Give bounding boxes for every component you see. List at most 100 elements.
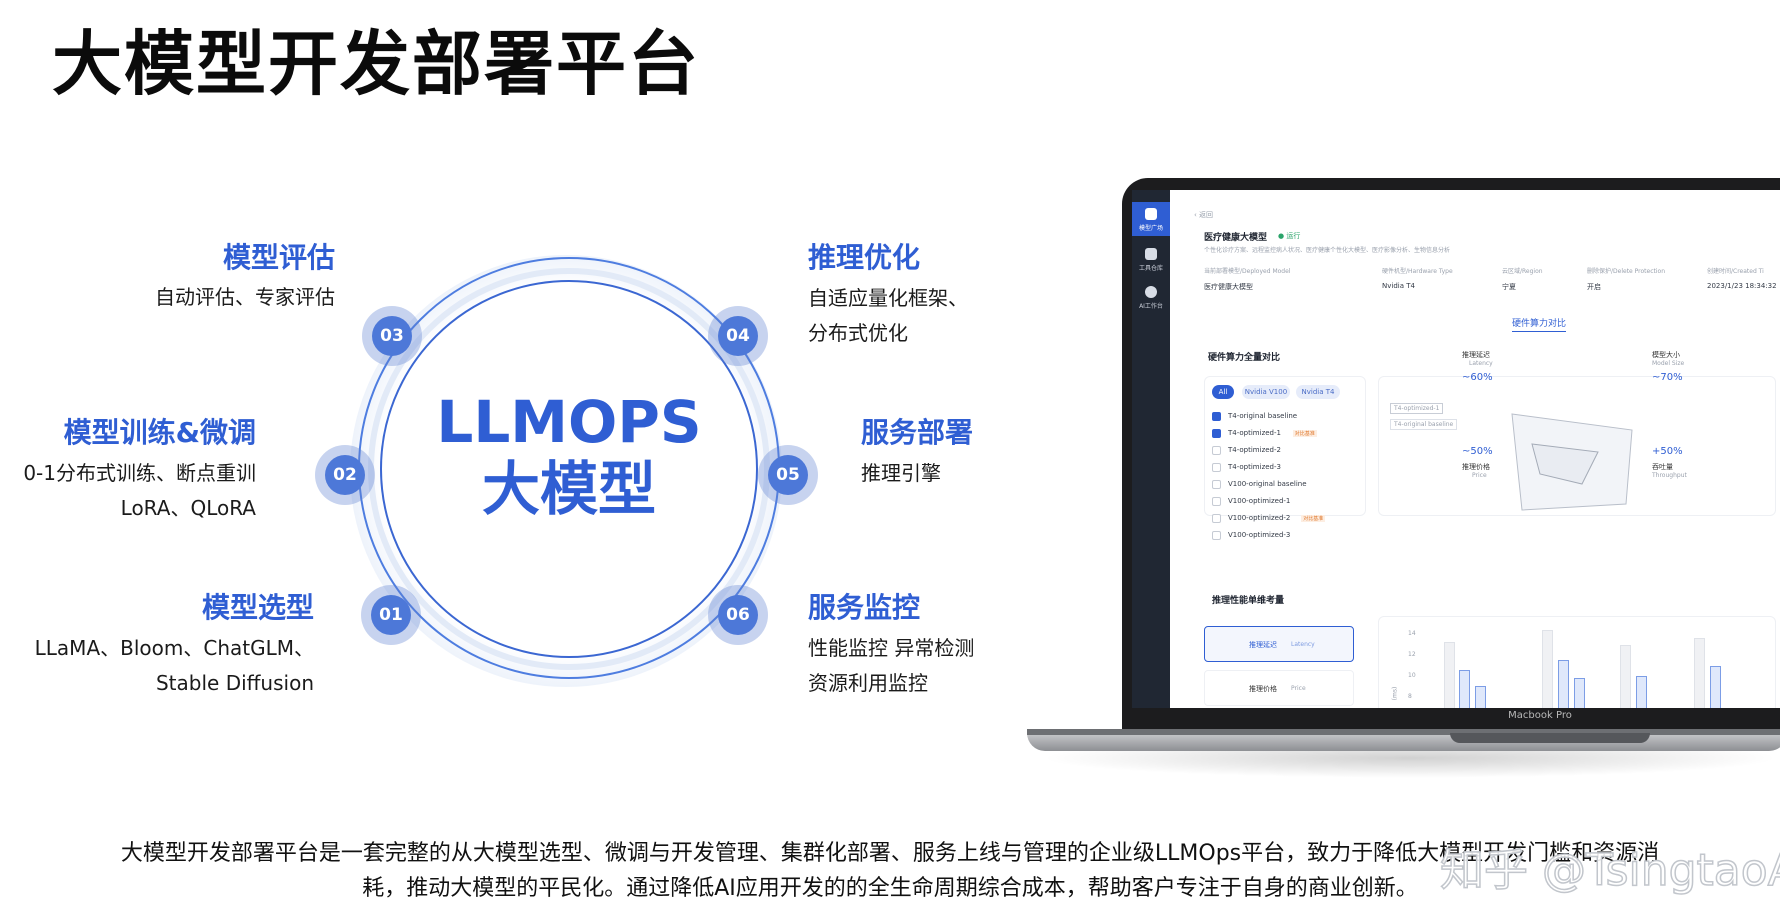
center-line-1: LLMOPS <box>436 388 702 456</box>
radar-latency-en: Latency <box>1469 360 1493 367</box>
node-04: 04 <box>708 306 768 366</box>
feature-title-inference: 推理优化 <box>808 241 921 274</box>
node-06-number: 06 <box>718 595 758 635</box>
info-header-4: 创建时间/Created Ti <box>1707 268 1764 275</box>
bar-7 <box>1620 645 1631 708</box>
info-value-2: 宁夏 <box>1502 283 1516 291</box>
feature-title-training: 模型训练&微调 <box>63 416 256 449</box>
feature-desc-selection-2: Stable Diffusion <box>155 671 314 695</box>
radar-legend-optimized: T4-optimized-1 <box>1390 403 1444 414</box>
section-inference-perf: 推理性能单维考量 <box>1212 596 1285 606</box>
radar-price-zh: 推理价格 <box>1462 463 1490 471</box>
info-header-3: 删除保护/Delete Protection <box>1587 268 1665 275</box>
filter-v100[interactable]: Nvidia V100 <box>1242 385 1290 399</box>
option-checkbox[interactable] <box>1212 429 1221 438</box>
info-value-0: 医疗健康大模型 <box>1204 283 1253 291</box>
description-line-2: 耗，推动大模型的平民化。通过降低AI应用开发的的全生命周期综合成本，帮助客户专注… <box>362 876 1418 901</box>
bar-4 <box>1542 630 1553 708</box>
node-06: 06 <box>708 585 768 645</box>
node-02-number: 02 <box>325 455 365 495</box>
laptop-base-edge <box>1027 729 1780 735</box>
app-sidebar: 模型广场 工具仓库 AI工作台 <box>1132 190 1170 708</box>
filter-all[interactable]: All <box>1212 385 1234 399</box>
radar-legend-baseline: T4-original baseline <box>1390 419 1458 430</box>
laptop-notch <box>1450 733 1650 743</box>
option-checkbox[interactable] <box>1212 514 1221 523</box>
bar-tick-12: 12 <box>1408 651 1416 658</box>
nav-tool-repo[interactable]: 工具仓库 <box>1132 242 1170 276</box>
ring-inner <box>380 280 758 658</box>
node-05-number: 05 <box>768 455 808 495</box>
bar-10 <box>1710 666 1721 708</box>
metric-latency-button[interactable]: 推理延迟 Latency <box>1204 626 1354 662</box>
radar-price-en: Price <box>1472 472 1487 479</box>
radar-chart <box>1511 413 1633 511</box>
node-02: 02 <box>315 445 375 505</box>
status-label: 运行 <box>1286 232 1301 240</box>
laptop-brand-label: Macbook Pro <box>1508 710 1572 721</box>
radar-size-value: ~70% <box>1652 372 1683 383</box>
center-label: LLMOPS 大模型 <box>380 390 758 524</box>
option-label: T4-optimized-1 <box>1228 429 1281 437</box>
radar-price-value: ~50% <box>1462 446 1493 457</box>
model-square-icon <box>1145 208 1157 220</box>
info-header-0: 当前部署模型/Deployed Model <box>1204 268 1291 275</box>
filter-t4[interactable]: Nvidia T4 <box>1296 385 1340 399</box>
tab-hardware-compare[interactable]: 硬件算力对比 <box>1512 316 1567 332</box>
nav-ai-workbench[interactable]: AI工作台 <box>1132 280 1170 314</box>
metric-price-en: Price <box>1291 685 1306 692</box>
radar-size-zh: 模型大小 <box>1652 351 1680 359</box>
option-checkbox[interactable] <box>1212 480 1221 489</box>
option-checkbox[interactable] <box>1212 412 1221 421</box>
bar-tick-8: 8 <box>1408 693 1412 700</box>
nav-model-square[interactable]: 模型广场 <box>1132 202 1170 236</box>
bar-8 <box>1636 676 1647 708</box>
back-label: 返回 <box>1199 211 1214 219</box>
feature-desc-inference-2: 分布式优化 <box>808 321 908 345</box>
option-label: V100-optimized-2 <box>1228 514 1291 522</box>
bar-3 <box>1475 686 1486 708</box>
feature-desc-monitoring-1: 性能监控 异常检测 <box>808 636 975 660</box>
bar-tick-14: 14 <box>1408 630 1416 637</box>
option-checkbox[interactable] <box>1212 446 1221 455</box>
feature-title-deployment: 服务部署 <box>861 416 974 449</box>
page-title: 大模型开发部署平台 <box>52 23 700 105</box>
description-line-1: 大模型开发部署平台是一套完整的从大模型选型、微调与开发管理、集群化部署、服务上线… <box>120 841 1660 866</box>
feature-desc-selection-1: LLaMA、Bloom、ChatGLM、 <box>34 636 314 660</box>
option-label: V100-optimized-3 <box>1228 531 1291 539</box>
node-03: 03 <box>362 306 422 366</box>
option-checkbox[interactable] <box>1212 463 1221 472</box>
info-value-3: 开启 <box>1587 283 1601 291</box>
option-label: V100-original baseline <box>1228 480 1307 488</box>
options-panel <box>1204 376 1366 516</box>
node-04-number: 04 <box>718 316 758 356</box>
bar-unit: (ms) <box>1391 686 1399 701</box>
info-value-4: 2023/1/23 18:34:32 <box>1707 282 1777 290</box>
bar-tick-10: 10 <box>1408 672 1416 679</box>
toolbox-icon <box>1145 248 1157 260</box>
feature-desc-training-2: LoRA、QLoRA <box>120 496 256 520</box>
option-label: T4-optimized-2 <box>1228 446 1281 454</box>
metric-price-button[interactable]: 推理价格 Price <box>1204 670 1354 706</box>
model-desc: 个性化诊疗方案、远程监控病人状况、医疗健康个性化大模型、医疗影像分析、生物信息分… <box>1204 247 1451 254</box>
laptop-screen: ‹ 返回 医疗健康大模型 ● 运行 个性化诊疗方案、远程监控病人状况、医疗健康个… <box>1132 190 1780 708</box>
radar-optimized-shape <box>1531 443 1599 485</box>
radar-size-en: Model Size <box>1652 360 1685 367</box>
center-line-2: 大模型 <box>481 455 656 523</box>
node-01: 01 <box>361 585 421 645</box>
option-checkbox[interactable] <box>1212 531 1221 540</box>
nav-model-square-label: 模型广场 <box>1138 225 1163 232</box>
option-checkbox[interactable] <box>1212 497 1221 506</box>
feature-desc-training-1: 0-1分布式训练、断点重训 <box>23 461 256 485</box>
option-label: T4-original baseline <box>1228 412 1298 420</box>
node-05: 05 <box>758 445 818 505</box>
node-03-number: 03 <box>372 316 412 356</box>
metric-latency-en: Latency <box>1291 641 1315 648</box>
bar-1 <box>1444 642 1455 708</box>
section-hardware-compare: 硬件算力全量对比 <box>1208 353 1281 363</box>
back-link[interactable]: ‹ 返回 <box>1194 211 1214 219</box>
metric-latency-zh: 推理延迟 <box>1249 641 1277 649</box>
option-tag: 对比基准 <box>1292 430 1317 437</box>
bar-2 <box>1459 670 1470 708</box>
radar-throughput-en: Throughput <box>1652 472 1687 479</box>
